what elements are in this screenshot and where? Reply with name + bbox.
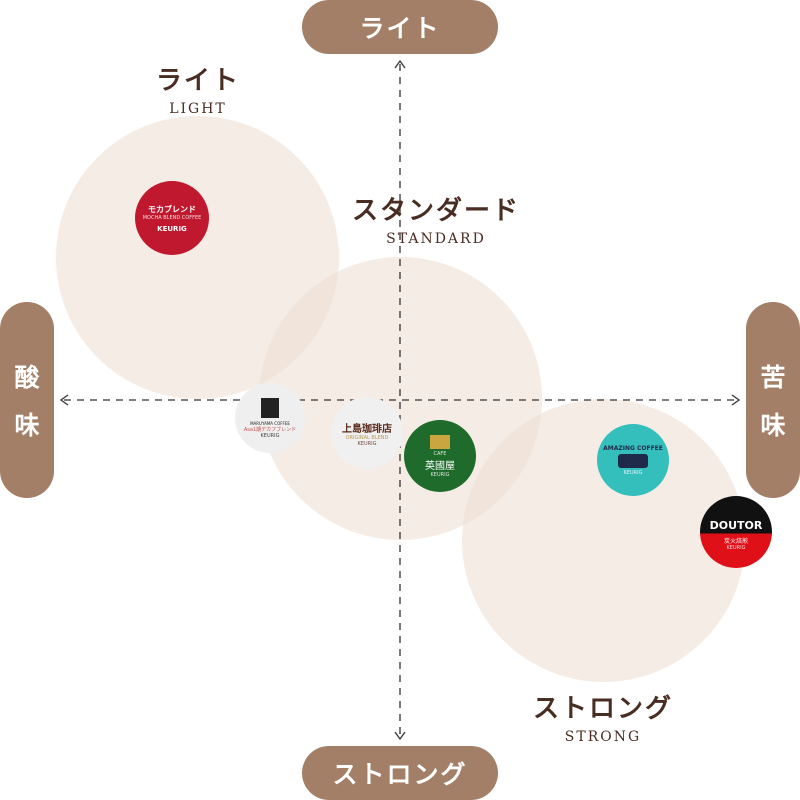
pod-brand: KEURIG [357,440,377,447]
arrow-up-icon [394,59,406,69]
pod-name: DOUTOR [709,519,763,532]
pod-sub: CAFE [433,450,447,457]
pod-name: 英國屋 [425,460,455,472]
zone-subtitle: STRONG [564,729,642,745]
axis-right-label: 苦味 [746,302,800,498]
zone-label-light: ライト LIGHT [156,60,240,117]
pod-name: MARUYAMA COFFEE [250,420,290,426]
pod-brand: KEURIG [726,545,746,551]
pod-maruyama[interactable]: MARUYAMA COFFEE Asa1期デカフブレンド KEURIG [235,383,305,453]
pod-doutor[interactable]: DOUTOR 炭火焙煎 KEURIG [700,496,772,568]
pod-name: AMAZING COFFEE [603,444,663,452]
arrow-down-icon [394,731,406,741]
zone-subtitle: LIGHT [169,101,227,117]
pod-sub: ORIGINAL BLEND [345,434,389,441]
axis-left-char: 味 [14,411,40,440]
zone-title: ライト [155,66,241,96]
maruyama-logo-icon [261,397,279,418]
pod-eikokuya[interactable]: CAFE 英國屋 KEURIG [404,420,476,492]
axis-left-char: 酸 [14,363,40,392]
pod-sub: Asa1期デカフブレンド [243,426,297,433]
axis-top-label: ライト [302,0,498,54]
pod-brand: KEURIG [157,224,187,233]
arrow-right-icon [731,394,741,406]
zone-subtitle: STANDARD [386,231,486,247]
zone-label-standard: スタンダード STANDARD [352,190,520,247]
pod-sub: KEURIG [623,469,643,476]
axis-right-char: 味 [760,411,786,440]
pod-brand: KEURIG [260,432,280,439]
zone-title: ストロング [532,694,674,724]
pod-name: 上島珈琲店 [342,423,392,435]
axis-left-label: 酸味 [0,302,54,498]
pod-mocha-blend[interactable]: モカブレンド MOCHA BLEND COFFEE KEURIG [135,181,209,255]
pod-sub: 炭火焙煎 [723,538,748,545]
pod-sub: MOCHA BLEND COFFEE [142,214,202,221]
zone-label-strong: ストロング STRONG [533,688,673,745]
zone-title: スタンダード [351,196,521,226]
pod-name: モカブレンド [148,204,196,214]
pod-amazing-coffee[interactable]: AMAZING COFFEE KEURIG [597,424,669,496]
pod-brand: KEURIG [430,471,450,478]
axis-bottom-label: ストロング [302,746,498,800]
pod-ueshima[interactable]: 上島珈琲店 ORIGINAL BLEND KEURIG [331,397,403,469]
arrow-left-icon [59,394,69,406]
crest-icon [430,434,450,449]
axis-right-char: 苦 [760,363,786,392]
truck-icon [618,453,648,468]
